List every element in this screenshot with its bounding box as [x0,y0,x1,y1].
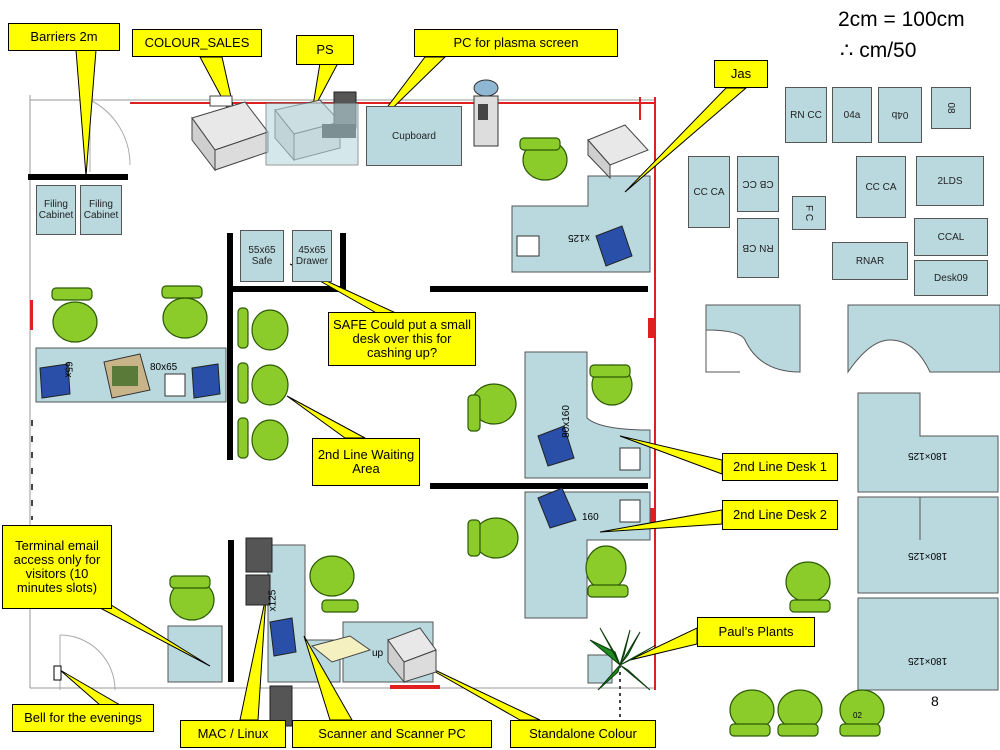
office-chair-icon [589,364,633,406]
filing-cabinet-2: Filing Cabinet [80,185,122,235]
page-number: 8 [931,693,939,709]
big-desk-2-label: 180×125 [908,550,948,561]
office-chair-icon [467,517,519,559]
callout-terminal: Terminal email access only for visitors … [2,525,112,609]
office-chair-icon [467,383,517,432]
printer-icon [387,627,437,684]
callout-standalone-colour: Standalone Colour [510,720,656,748]
desk-ccca-1: CC CA [688,156,730,228]
desk-rncb: RN CB [737,218,779,278]
bell-icon [53,665,62,681]
callout-jas: Jas [714,60,768,88]
laptop-icon [39,225,633,657]
desk-09: Desk09 [914,260,988,296]
printer-icon [587,124,649,180]
desk-65-label: 65x [62,361,74,378]
callout-desk-1: 2nd Line Desk 1 [722,453,838,481]
filing-cabinet-1: Filing Cabinet [36,185,76,235]
callout-scanner: Scanner and Scanner PC [292,720,492,748]
office-chair-icon [839,689,885,737]
office-chair-icon [785,561,831,613]
monitor-icon [245,537,293,727]
workstation-icon [103,353,151,399]
callout-bell: Bell for the evenings [12,704,154,732]
desk-2lds: 2LDS [916,156,984,206]
big-desk-3-label: 180×125 [908,655,948,666]
partitions [28,174,648,682]
desk-rnar: RNAR [832,242,908,280]
callout-colour-sales: COLOUR_SALES [132,29,262,57]
callout-barriers: Barriers 2m [8,23,120,51]
chair-02-label: 02 [853,711,862,720]
callout-mac-linux: MAC / Linux [180,720,286,748]
phone-icon [164,235,641,523]
scale-line-1: 2cm = 100cm [838,8,965,31]
desk-up-label: up [372,648,384,659]
office-chair-icon [729,689,775,737]
office-chair-icon [237,417,289,461]
desk-cbcc: CB CC [737,156,779,212]
desk-ccal: CCAL [914,218,988,256]
callout-ps: PS [296,35,354,65]
water-cooler-icon [473,79,499,147]
desk-rncc: RN CC [785,87,827,143]
desk-08: 08 [931,87,971,129]
callout-waiting-area: 2nd Line Waiting Area [312,438,420,486]
office-chair-icon [237,307,289,351]
desk-ccca-2: CC CA [856,156,906,218]
desk-125b-label: x125 [267,589,279,612]
chairs [51,137,885,737]
callout-pointers [59,49,748,721]
office-chair-icon [519,137,568,181]
desk-04a: 04a [832,87,872,143]
big-desk-1-label: 180×125 [908,450,948,461]
office-chair-icon [777,689,823,737]
desk-160a-label: 80x160 [560,405,572,438]
office-chair-icon [169,575,215,621]
safe: 55x65 Safe [240,230,284,282]
office-chair-icon [585,545,629,598]
scanner-icon [310,635,372,663]
office-chair-icon [309,555,359,613]
scale-line-2: ∴ cm/50 [840,39,917,62]
office-chair-icon [237,362,289,406]
desk-125-label: x125 [568,232,590,243]
callout-safe-note: SAFE Could put a small desk over this fo… [328,312,476,366]
printer-icon [191,95,269,172]
red-wall-marks [30,300,656,689]
cupboard: Cupboard [366,106,462,166]
office-chair-icon [51,287,98,343]
callout-pauls-plants: Paul’s Plants [697,617,815,647]
desk-04b: 04b [878,87,922,143]
plant-icon [589,627,657,725]
desk-fc: F C [792,196,826,230]
desk-160b-label: 160 [582,512,599,523]
callout-pc-plasma: PC for plasma screen [414,29,618,57]
office-chair-icon [161,285,208,339]
drawer: 45x65 Drawer [292,230,332,282]
callout-desk-2: 2nd Line Desk 2 [722,500,838,530]
desk-80-label: 80x65 [150,362,178,373]
